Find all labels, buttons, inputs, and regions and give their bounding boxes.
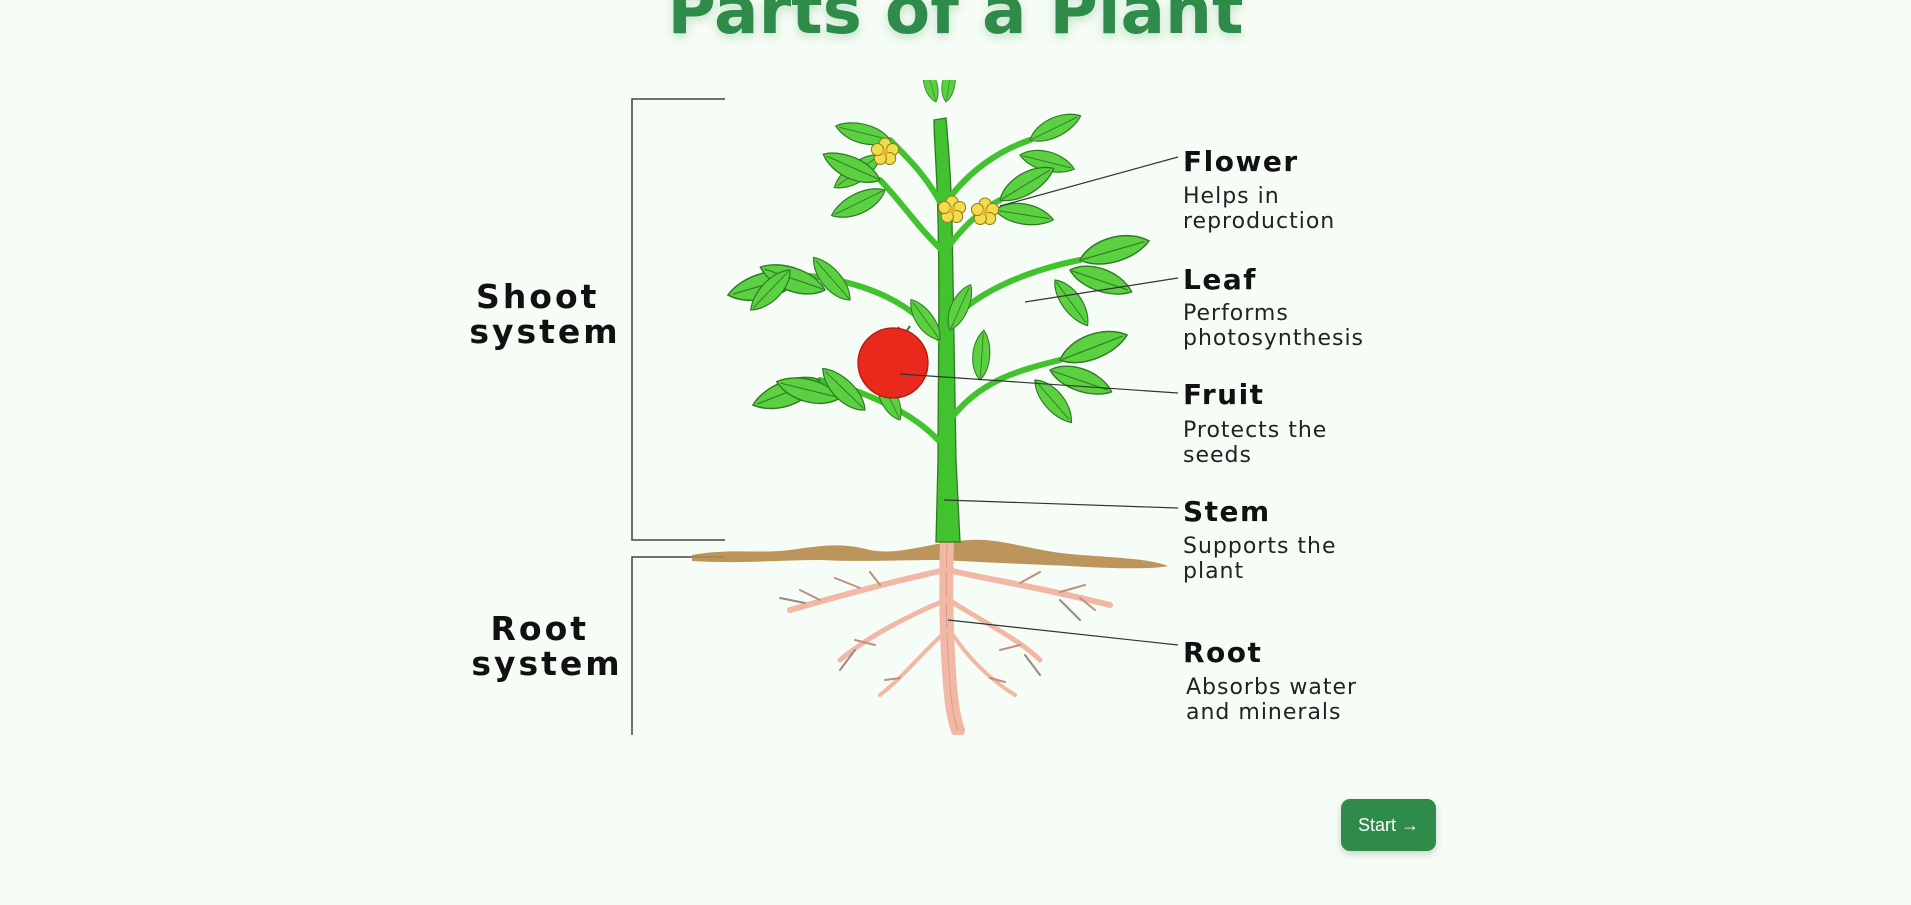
fruit-label: Fruit Protects the seeds [1183, 378, 1327, 468]
root-label-title: Root [1183, 636, 1262, 669]
root-system-label: Root system [471, 609, 622, 683]
fruit-label-desc-1: Protects the [1183, 418, 1327, 443]
shoot-system-line-1: Shoot [476, 277, 599, 316]
stem-label-desc-2: plant [1183, 559, 1244, 584]
leaf-label-desc-2: photosynthesis [1183, 326, 1364, 351]
plant-diagram-svg: Shoot system Root system [469, 80, 1364, 735]
stem-label-desc-1: Supports the [1183, 534, 1337, 559]
flower-label-desc-2: reproduction [1183, 209, 1335, 234]
stem [933, 117, 961, 543]
leaf-label-desc-1: Performs [1183, 301, 1289, 326]
shoot-bracket [631, 98, 725, 541]
root-label: Root Absorbs water and minerals [1183, 636, 1357, 725]
start-button[interactable]: Start → [1341, 799, 1436, 851]
fruit [857, 325, 929, 399]
plant-diagram: Shoot system Root system [460, 80, 1420, 735]
flower-label-title: Flower [1183, 145, 1299, 178]
page-title: Parts of a Plant [667, 0, 1244, 49]
pointer-lines [899, 156, 1179, 646]
shoot-system-label: Shoot system [469, 277, 620, 351]
root-system-line-1: Root [490, 609, 589, 648]
root-label-desc-2: and minerals [1186, 700, 1342, 725]
root-system-line-2: system [471, 644, 622, 683]
root-bracket [631, 556, 725, 735]
stem-label-title: Stem [1183, 495, 1271, 528]
flower-label: Flower Helps in reproduction [1183, 145, 1335, 234]
shoot-system-line-2: system [469, 312, 620, 351]
stem-label: Stem Supports the plant [1183, 495, 1337, 584]
leaf-label-title: Leaf [1183, 263, 1257, 296]
soil [692, 539, 1168, 569]
fruit-label-title: Fruit [1183, 378, 1265, 411]
root-label-desc-1: Absorbs water [1186, 675, 1357, 700]
flower-label-desc-1: Helps in [1183, 184, 1280, 209]
roots [779, 533, 1113, 735]
leaf-label: Leaf Performs photosynthesis [1183, 263, 1364, 351]
fruit-label-desc-2: seeds [1183, 443, 1252, 468]
